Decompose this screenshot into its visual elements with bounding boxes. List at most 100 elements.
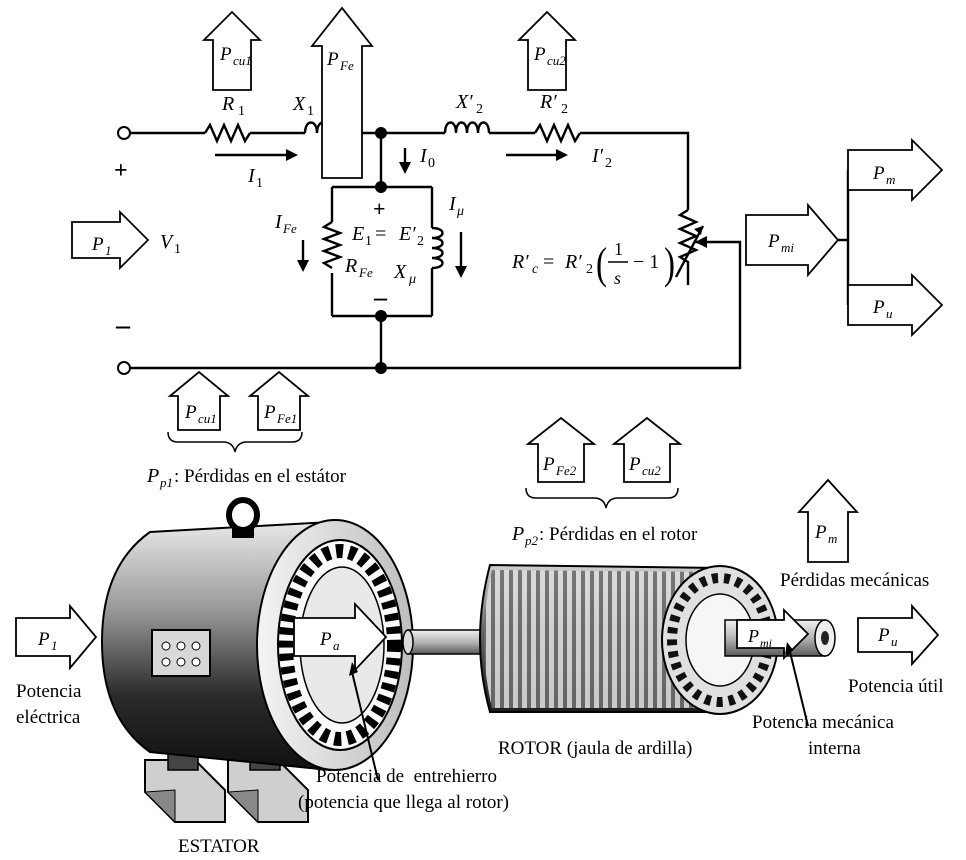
svg-text:P: P bbox=[533, 44, 546, 65]
svg-text:1: 1 bbox=[105, 243, 112, 258]
svg-text:− 1: − 1 bbox=[633, 251, 659, 273]
svg-text:=: = bbox=[538, 251, 559, 273]
svg-text:Fe: Fe bbox=[339, 58, 354, 73]
svg-text:(: ( bbox=[596, 240, 607, 289]
svg-text:R′: R′ bbox=[539, 91, 557, 113]
svg-text:ROTOR (jaula de ardilla): ROTOR (jaula de ardilla) bbox=[498, 738, 692, 759]
r2-resistor bbox=[533, 122, 582, 144]
svg-text:interna: interna bbox=[808, 738, 861, 759]
svg-text:2: 2 bbox=[561, 102, 568, 117]
machine-pu-arrow: P u bbox=[857, 603, 940, 667]
p-m-arrow: P m bbox=[847, 137, 944, 203]
machine-pmi-arrow: P mi bbox=[736, 607, 810, 661]
svg-text:Potencia útil: Potencia útil bbox=[848, 676, 944, 697]
svg-text:Fe: Fe bbox=[282, 221, 297, 236]
svg-text:P: P bbox=[146, 465, 159, 487]
p-mi-arrow: P mi bbox=[745, 202, 840, 278]
svg-text:1: 1 bbox=[614, 239, 623, 259]
svg-text:P: P bbox=[767, 231, 780, 252]
machine-pfe2-arrow: P Fe2 bbox=[525, 416, 597, 483]
svg-text:P: P bbox=[628, 454, 641, 475]
svg-text:P: P bbox=[263, 402, 276, 423]
svg-text:m: m bbox=[886, 172, 895, 187]
p-cu1-stator-arrow: P cu1 bbox=[167, 370, 231, 431]
machine-captions: P p2 : Pérdidas en el rotor Pérdidas mec… bbox=[16, 523, 944, 857]
svg-text:–: – bbox=[115, 310, 131, 341]
svg-text:R: R bbox=[221, 93, 234, 115]
svg-text:u: u bbox=[886, 306, 893, 321]
svg-text:Fe: Fe bbox=[358, 265, 373, 280]
load-resistor bbox=[677, 208, 699, 285]
p-fe-arrow: P Fe bbox=[310, 6, 374, 179]
equivalent-circuit bbox=[117, 121, 742, 375]
svg-text:E′: E′ bbox=[398, 223, 416, 245]
svg-text:ESTATOR: ESTATOR bbox=[178, 836, 260, 857]
svg-text:E: E bbox=[351, 223, 364, 245]
svg-text:P: P bbox=[184, 402, 197, 423]
svg-text:X: X bbox=[292, 93, 306, 115]
svg-text:P: P bbox=[511, 523, 524, 545]
svg-text:I′: I′ bbox=[591, 145, 604, 167]
svg-text:cu1: cu1 bbox=[198, 411, 217, 426]
xmu-inductor bbox=[431, 226, 444, 270]
p-u-arrow: P u bbox=[847, 272, 944, 338]
p-fe1-stator-arrow: P Fe1 bbox=[247, 370, 311, 431]
svg-text:p2: p2 bbox=[524, 533, 539, 548]
svg-text:1: 1 bbox=[51, 638, 58, 653]
svg-text:a: a bbox=[333, 638, 340, 653]
svg-text:=: = bbox=[370, 223, 391, 245]
svg-text:P: P bbox=[872, 297, 885, 318]
machine-pm-arrow: P m bbox=[796, 478, 860, 563]
rotor-body bbox=[402, 563, 836, 715]
svg-text:P: P bbox=[542, 454, 555, 475]
svg-text:m: m bbox=[828, 531, 837, 546]
power-split-lines bbox=[838, 170, 850, 305]
svg-text:1: 1 bbox=[238, 104, 245, 119]
svg-text:2: 2 bbox=[476, 102, 483, 117]
svg-text:I: I bbox=[419, 145, 428, 167]
svg-text:Potencia de entrehierro: Potencia de entrehierro bbox=[316, 766, 497, 787]
svg-text:R: R bbox=[344, 255, 357, 277]
svg-text:μ: μ bbox=[456, 204, 464, 219]
svg-text:R′: R′ bbox=[511, 251, 529, 273]
svg-text:2: 2 bbox=[586, 262, 593, 277]
svg-text:V: V bbox=[160, 231, 175, 253]
svg-text:P: P bbox=[219, 44, 232, 65]
svg-text:Fe2: Fe2 bbox=[555, 463, 577, 478]
svg-text:eléctrica: eléctrica bbox=[16, 707, 81, 728]
svg-text:cu2: cu2 bbox=[547, 53, 566, 68]
svg-text:P: P bbox=[872, 163, 885, 184]
svg-text:P: P bbox=[877, 625, 890, 646]
svg-text:R′: R′ bbox=[564, 251, 582, 273]
svg-text:(potencia que llega al rotor): (potencia que llega al rotor) bbox=[298, 792, 509, 813]
p-cu2-arrow: P cu2 bbox=[516, 10, 578, 91]
p1-input-arrow: P 1 bbox=[71, 209, 150, 271]
circuit-labels: R 1 X 1 X′ 2 R′ 2 I 1 I 0 I′ 2 I Fe I μ … bbox=[114, 91, 675, 341]
svg-text:X: X bbox=[393, 261, 407, 283]
terminal-top bbox=[117, 126, 131, 140]
svg-text:1: 1 bbox=[256, 176, 263, 191]
svg-text:u: u bbox=[891, 634, 898, 649]
svg-text:–: – bbox=[373, 283, 388, 312]
rotor-losses-brace bbox=[525, 487, 679, 509]
r1-resistor bbox=[203, 122, 252, 144]
svg-text:s: s bbox=[614, 268, 621, 288]
svg-text:P: P bbox=[747, 626, 759, 646]
svg-text:2: 2 bbox=[605, 156, 612, 171]
svg-text:Fe1: Fe1 bbox=[276, 411, 297, 426]
machine-p1-arrow: P 1 bbox=[15, 603, 98, 671]
svg-text:P: P bbox=[326, 49, 339, 70]
svg-text:mi: mi bbox=[760, 636, 772, 650]
svg-text:mi: mi bbox=[781, 240, 794, 255]
svg-text:1: 1 bbox=[307, 104, 314, 119]
svg-text:2: 2 bbox=[417, 234, 424, 249]
svg-text:p1: p1 bbox=[159, 475, 173, 490]
machine-pcu2-arrow: P cu2 bbox=[611, 416, 683, 483]
svg-text:I: I bbox=[448, 193, 457, 215]
svg-text:1: 1 bbox=[365, 234, 372, 249]
svg-text:+: + bbox=[373, 196, 386, 221]
svg-text:cu2: cu2 bbox=[642, 463, 661, 478]
x2-inductor bbox=[443, 121, 491, 134]
svg-text:I: I bbox=[274, 211, 283, 233]
